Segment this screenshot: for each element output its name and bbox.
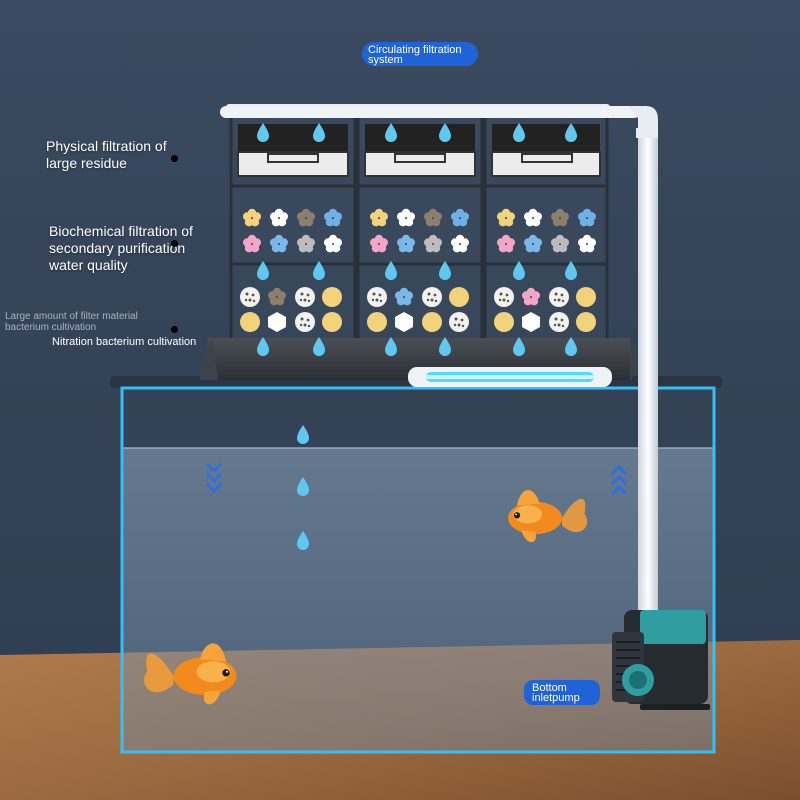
pump-label: Bottom inletpump: [524, 680, 600, 705]
biochemical-pointer-dot: [171, 240, 178, 247]
nitration-label: Nitration bacterium cultivation: [52, 336, 196, 348]
pump-icon: [612, 610, 710, 710]
physical-pointer-dot: [171, 155, 178, 162]
biochemical-filtration-label: Biochemical filtration of secondary puri…: [49, 223, 217, 274]
system-title-label: Circulating filtration system: [362, 42, 478, 66]
physical-filtration-label: Physical filtration of large residue: [46, 138, 171, 172]
filter-material-pointer-dot: [171, 326, 178, 333]
uv-lamp: [408, 367, 612, 387]
filter-material-label: Large amount of filter material bacteriu…: [5, 311, 170, 333]
